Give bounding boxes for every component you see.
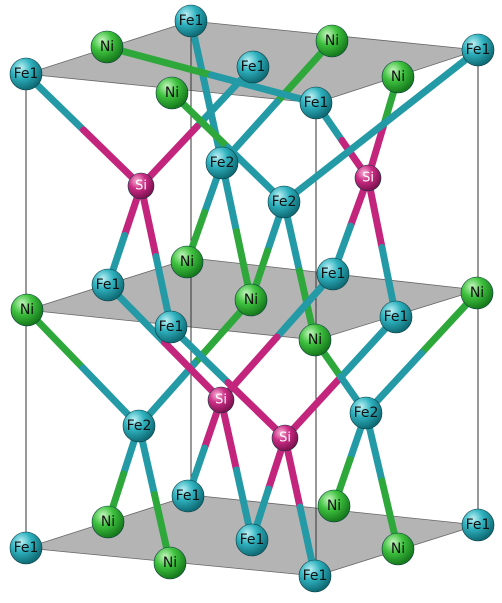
atom-fe1-tc: Fe1	[299, 86, 333, 120]
atom-fe1-m4: Fe1	[379, 300, 413, 334]
atom-ni-b1: Ni	[91, 505, 125, 539]
atom-label: Ni	[100, 39, 114, 55]
atom-label: Ni	[391, 69, 405, 85]
atom-label: Fe1	[96, 277, 121, 293]
atom-fe2-u1: Fe2	[205, 146, 239, 180]
atom-label: Fe2	[127, 418, 152, 434]
atom-label: Ni	[163, 555, 177, 571]
atom-label: Fe1	[159, 319, 184, 335]
atom-ni-t4: Ni	[381, 60, 415, 94]
atom-ni-mr: Ni	[460, 276, 494, 310]
atom-ni-b2: Ni	[153, 546, 187, 580]
atom-label: Ni	[391, 541, 405, 557]
atom-fe1-l1: Fe1	[171, 479, 205, 513]
atom-label: Si	[279, 431, 291, 446]
atom-label: Fe1	[241, 59, 266, 75]
atom-label: Fe2	[354, 405, 379, 421]
atom-si-l2: Si	[271, 424, 299, 452]
atom-ni-ml: Ni	[10, 293, 44, 327]
atom-si-u1: Si	[127, 172, 155, 200]
atom-ni-b3: Ni	[381, 532, 415, 566]
atom-fe1-bc: Fe1	[235, 523, 269, 557]
atom-label: Fe1	[240, 532, 265, 548]
atom-fe1-br: Fe1	[461, 508, 495, 542]
atom-si-l1: Si	[207, 386, 235, 414]
atom-label: Fe1	[14, 540, 39, 556]
bond-fe1_tr-fe2_u2	[280, 46, 482, 206]
atom-label: Ni	[244, 292, 258, 308]
bond-ni_t1-fe1_tc	[103, 43, 320, 107]
atom-label: Si	[362, 171, 374, 186]
atom-label: Ni	[470, 285, 484, 301]
atom-label: Si	[135, 179, 147, 194]
atom-ni-t2: Ni	[315, 24, 349, 58]
atom-fe1-tb: Fe1	[174, 4, 208, 38]
atom-label: Fe1	[179, 13, 204, 29]
atom-fe1-tl: Fe1	[9, 57, 43, 91]
atom-label: Fe1	[384, 309, 409, 325]
atom-label: Fe1	[176, 488, 201, 504]
atom-label: Ni	[325, 33, 339, 49]
atom-fe1-bl: Fe1	[9, 531, 43, 565]
atom-label: Ni	[101, 514, 115, 530]
atom-label: Ni	[165, 85, 179, 101]
atom-ni-t1: Ni	[90, 30, 124, 64]
atom-ni-m2: Ni	[298, 323, 332, 357]
atom-si-u2: Si	[354, 164, 382, 192]
atom-ni-mc: Ni	[234, 283, 268, 317]
bond-ni_ml-fe2_l1	[23, 306, 143, 430]
atom-fe2-l2: Fe2	[349, 396, 383, 430]
atom-label: Fe2	[272, 194, 297, 210]
atom-label: Fe1	[303, 568, 328, 584]
atom-ni-m1: Ni	[170, 245, 204, 279]
atom-label: Fe1	[14, 66, 39, 82]
atom-fe1-tr: Fe1	[461, 33, 495, 67]
atom-label: Fe1	[304, 95, 329, 111]
atom-label: Fe1	[466, 517, 491, 533]
atom-label: Fe1	[321, 266, 346, 282]
atom-fe1-m3: Fe1	[154, 310, 188, 344]
atom-fe1-m2: Fe1	[316, 257, 350, 291]
atom-ni-l1: Ni	[317, 489, 351, 523]
atom-fe2-u2: Fe2	[267, 185, 301, 219]
atom-fe2-l1: Fe2	[122, 409, 156, 443]
atom-label: Fe1	[466, 42, 491, 58]
bond-fe1_tl-si_u1	[22, 70, 145, 190]
atom-label: Ni	[308, 332, 322, 348]
atom-ni-t3: Ni	[155, 76, 189, 110]
atom-fe1-u1: Fe1	[236, 50, 270, 84]
atom-label: Ni	[327, 498, 341, 514]
atom-fe1-m1: Fe1	[91, 268, 125, 302]
atom-fe1-bf: Fe1	[298, 559, 332, 593]
atom-label: Ni	[180, 254, 194, 270]
atom-label: Si	[215, 393, 227, 408]
atom-label: Ni	[20, 302, 34, 318]
atom-label: Fe2	[210, 155, 235, 171]
